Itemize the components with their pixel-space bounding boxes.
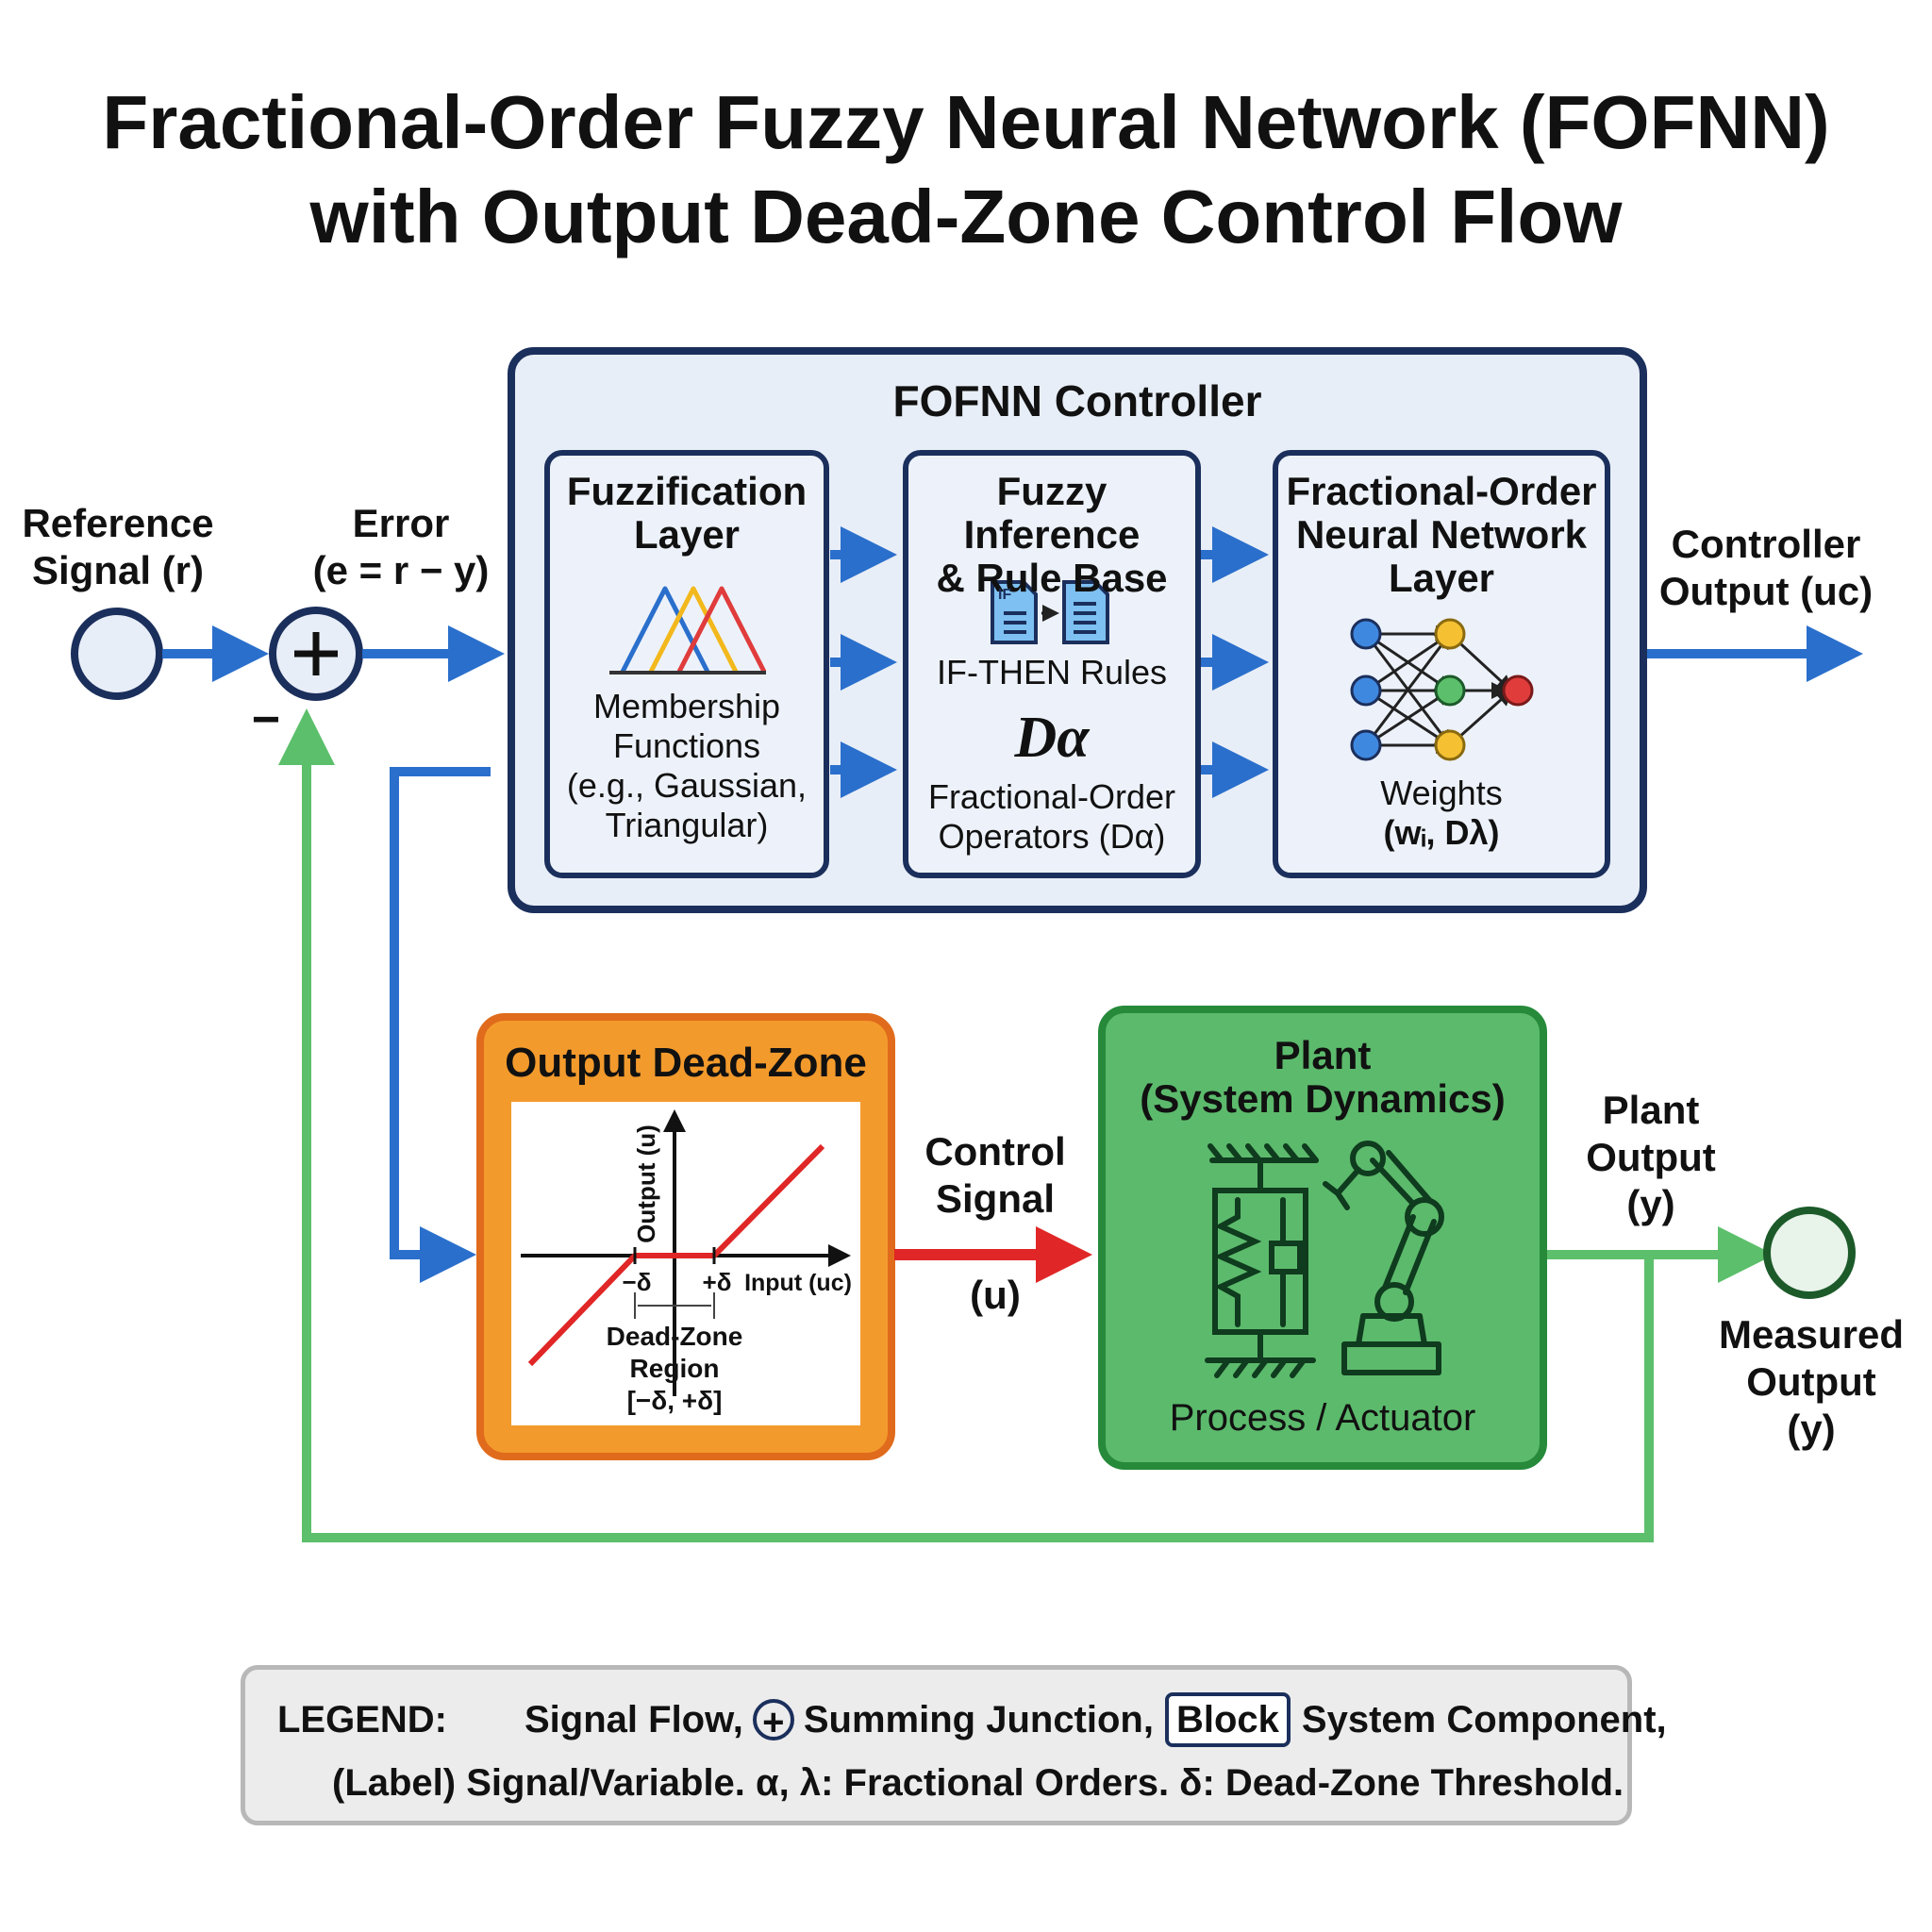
measured-output-node xyxy=(1763,1207,1856,1299)
plant-output-line-2: Output xyxy=(1586,1135,1716,1179)
inference-title-line-2: & Rule Base xyxy=(936,556,1168,600)
inference-title: Fuzzy Inference & Rule Base xyxy=(906,470,1198,600)
if-document-tag: IF xyxy=(998,587,1012,603)
inference-text: Fractional-Order Operators (Dα) xyxy=(906,777,1198,857)
diagram-title: Fractional-Order Fuzzy Neural Network (F… xyxy=(0,75,1932,264)
deadzone-region-line-2: Region xyxy=(629,1354,720,1383)
neural-title-line-2: Neural Network xyxy=(1295,512,1588,557)
plant-output-label: Plant Output (y) xyxy=(1557,1087,1745,1228)
deadzone-region-label: Dead-Zone Region [−δ, +δ] xyxy=(566,1321,783,1417)
plant-box xyxy=(1098,1006,1547,1470)
sum-minus-sign: − xyxy=(251,692,281,747)
mass-spring-damper-icon xyxy=(1205,1143,1319,1378)
inference-title-line-1: Fuzzy Inference xyxy=(963,469,1141,557)
controller-output-line-2: Output (uc) xyxy=(1658,569,1874,613)
fuzzification-text-line-3: (e.g., Gaussian, xyxy=(566,766,808,805)
arrow-controller-to-deadzone xyxy=(390,767,491,1283)
error-label-line-2: (e = r − y) xyxy=(312,548,490,592)
plant-title-line-2: (System Dynamics) xyxy=(1140,1076,1506,1121)
deadzone-region-line-1: Dead-Zone xyxy=(606,1322,743,1351)
neural-network-icon xyxy=(1350,618,1534,761)
legend-component: System Component, xyxy=(1301,1698,1667,1740)
plant-title-line-1: Plant xyxy=(1274,1033,1372,1077)
reference-label: Reference Signal (r) xyxy=(9,500,226,594)
plant-output-line-1: Plant xyxy=(1602,1088,1700,1132)
inference-text-line-2: Operators (Dα) xyxy=(938,817,1166,856)
neural-title-line-3: Layer xyxy=(1388,556,1495,600)
membership-functions-icon xyxy=(609,586,767,675)
fuzzification-title: Fuzzification Layer xyxy=(547,470,826,557)
legend-row-2: (Label) Signal/Variable. α, λ: Fractiona… xyxy=(332,1762,1624,1804)
measured-output-line-1: Measured xyxy=(1718,1312,1905,1357)
controller-output-line-1: Controller xyxy=(1671,522,1861,566)
controller-title: FOFNN Controller xyxy=(892,376,1262,425)
reference-label-line-1: Reference xyxy=(22,501,214,545)
neural-title: Fractional-Order Neural Network Layer xyxy=(1275,470,1607,600)
legend-summing: Summing Junction, xyxy=(803,1698,1154,1740)
error-label-line-1: Error xyxy=(352,501,450,545)
measured-output-line-2: Output xyxy=(1746,1359,1876,1404)
legend-heading: LEGEND: xyxy=(277,1698,447,1740)
reference-label-line-2: Signal (r) xyxy=(31,548,204,592)
legend-signal-flow: Signal Flow, xyxy=(525,1698,743,1740)
title-line-1: Fractional-Order Fuzzy Neural Network (F… xyxy=(102,80,1830,164)
inference-text-line-1: Fractional-Order xyxy=(927,777,1176,816)
title-line-2: with Output Dead-Zone Control Flow xyxy=(309,175,1623,258)
controller-output-label: Controller Output (uc) xyxy=(1653,521,1879,615)
fuzzification-text-line-4: Triangular) xyxy=(605,806,769,844)
control-signal-symbol: (u) xyxy=(970,1273,1021,1317)
inference-rules-label: IF-THEN Rules xyxy=(936,653,1168,691)
feedback-path xyxy=(278,708,1654,1542)
fuzzification-text-line-1: Membership xyxy=(592,687,781,725)
deadzone-pos-delta: +δ xyxy=(702,1268,732,1296)
deadzone-plot-area xyxy=(511,1102,860,1425)
plant-output-line-3: (y) xyxy=(1626,1182,1675,1226)
plant-title: Plant (System Dynamics) xyxy=(1102,1034,1543,1121)
neural-text: Weights (wᵢ, Dλ) xyxy=(1275,774,1607,853)
fuzzification-title-line-2: Layer xyxy=(633,512,741,557)
if-then-document-icon xyxy=(991,580,1109,644)
deadzone-neg-delta: −δ xyxy=(622,1268,652,1296)
fuzzification-title-line-1: Fuzzification xyxy=(566,469,808,513)
deadzone-y-axis-label: Output (u) xyxy=(632,1124,660,1243)
fuzzification-text-line-2: Functions xyxy=(612,726,761,765)
measured-output-line-3: (y) xyxy=(1787,1407,1836,1451)
legend-sum-icon: + xyxy=(752,1699,794,1742)
fuzzification-text: Membership Functions (e.g., Gaussian, Tr… xyxy=(547,687,826,845)
plant-caption: Process / Actuator xyxy=(1169,1397,1476,1439)
deadzone-x-axis-label: Input (uc) xyxy=(744,1270,852,1296)
legend-row-1: LEGEND: Signal Flow, + Summing Junction,… xyxy=(277,1692,1667,1747)
deadzone-curve xyxy=(527,1143,825,1367)
deadzone-region-line-3: [−δ, +δ] xyxy=(626,1386,723,1415)
neural-text-line-2: (wᵢ, Dλ) xyxy=(1383,813,1500,852)
legend-block-icon: Block xyxy=(1164,1692,1291,1747)
robot-arm-icon xyxy=(1323,1141,1444,1375)
inference-box xyxy=(903,450,1201,878)
control-signal-line-1: Control xyxy=(924,1129,1066,1174)
legend-box: LEGEND: Signal Flow, + Summing Junction,… xyxy=(241,1665,1667,1825)
deadzone-title: Output Dead-Zone xyxy=(505,1040,867,1086)
reference-node xyxy=(71,608,163,700)
neural-text-line-1: Weights xyxy=(1380,774,1503,812)
inference-operator-symbol: Dα xyxy=(1014,706,1090,770)
neural-title-line-1: Fractional-Order xyxy=(1286,469,1597,513)
control-signal-label: Control Signal xyxy=(906,1128,1085,1223)
measured-output-label: Measured Output (y) xyxy=(1698,1311,1924,1453)
fuzzification-box xyxy=(544,450,829,878)
neural-box xyxy=(1273,450,1610,878)
control-signal-line-2: Signal xyxy=(935,1176,1056,1221)
error-label: Error (e = r − y) xyxy=(292,500,509,594)
